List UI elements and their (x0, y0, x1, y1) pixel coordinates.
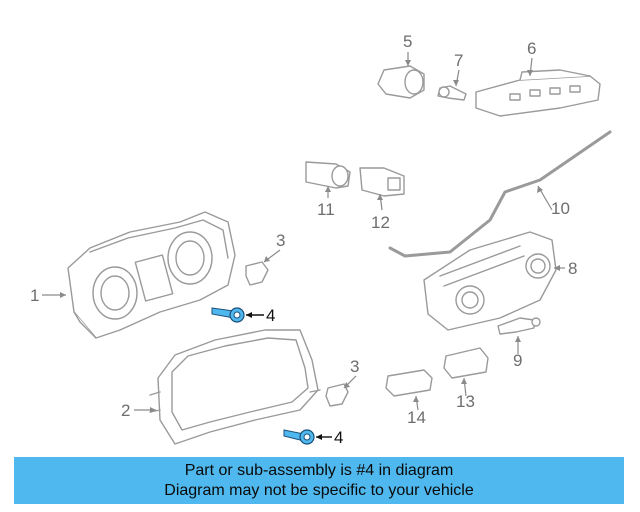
callout-12: 12 (371, 213, 390, 232)
parts-diagram: 1 2 3 3 4 4 5 6 7 8 9 10 11 12 13 14 (30, 32, 612, 447)
callout-9: 9 (513, 351, 523, 370)
leader-arrowheads-highlight (246, 312, 322, 440)
part-14-switch (385, 369, 433, 397)
part-4-screw-upper (211, 307, 245, 323)
part-7-bolt (437, 85, 467, 101)
part-3-bracket-lower (325, 383, 349, 407)
banner-line-2: Diagram may not be specific to your vehi… (164, 481, 474, 499)
callout-2: 2 (121, 401, 131, 420)
part-10-cable (388, 130, 612, 258)
callout-10: 10 (551, 199, 570, 218)
info-banner: Part or sub-assembly is #4 in diagram Di… (14, 457, 624, 504)
diagram-drawing (42, 52, 612, 445)
banner-line-1: Part or sub-assembly is #4 in diagram (184, 461, 454, 479)
callout-8: 8 (568, 259, 578, 278)
callout-14: 14 (407, 408, 426, 427)
part-8-control-panel (423, 231, 557, 331)
callout-5: 5 (403, 32, 413, 51)
callout-4-upper: 4 (266, 306, 276, 325)
callout-7: 7 (454, 51, 464, 70)
part-2-cluster-bezel (149, 329, 321, 445)
part-9-bulb (497, 317, 541, 335)
callout-11: 11 (317, 200, 335, 219)
part-4-screw-lower (283, 429, 315, 445)
callout-1: 1 (30, 286, 40, 305)
callout-13: 13 (456, 392, 475, 411)
callout-3-lower: 3 (350, 357, 360, 376)
part-12-switch (359, 167, 405, 197)
callout-6: 6 (527, 39, 537, 58)
leader-arrowheads (60, 60, 560, 413)
part-6-switch-panel (475, 69, 601, 117)
callout-4-lower: 4 (334, 428, 344, 447)
part-3-bracket-upper (245, 261, 269, 286)
part-1-instrument-cluster (67, 211, 236, 339)
part-5-knob (377, 65, 425, 99)
callout-3-upper: 3 (276, 231, 286, 250)
part-13-switch (443, 347, 489, 379)
part-11-switch (305, 161, 351, 189)
